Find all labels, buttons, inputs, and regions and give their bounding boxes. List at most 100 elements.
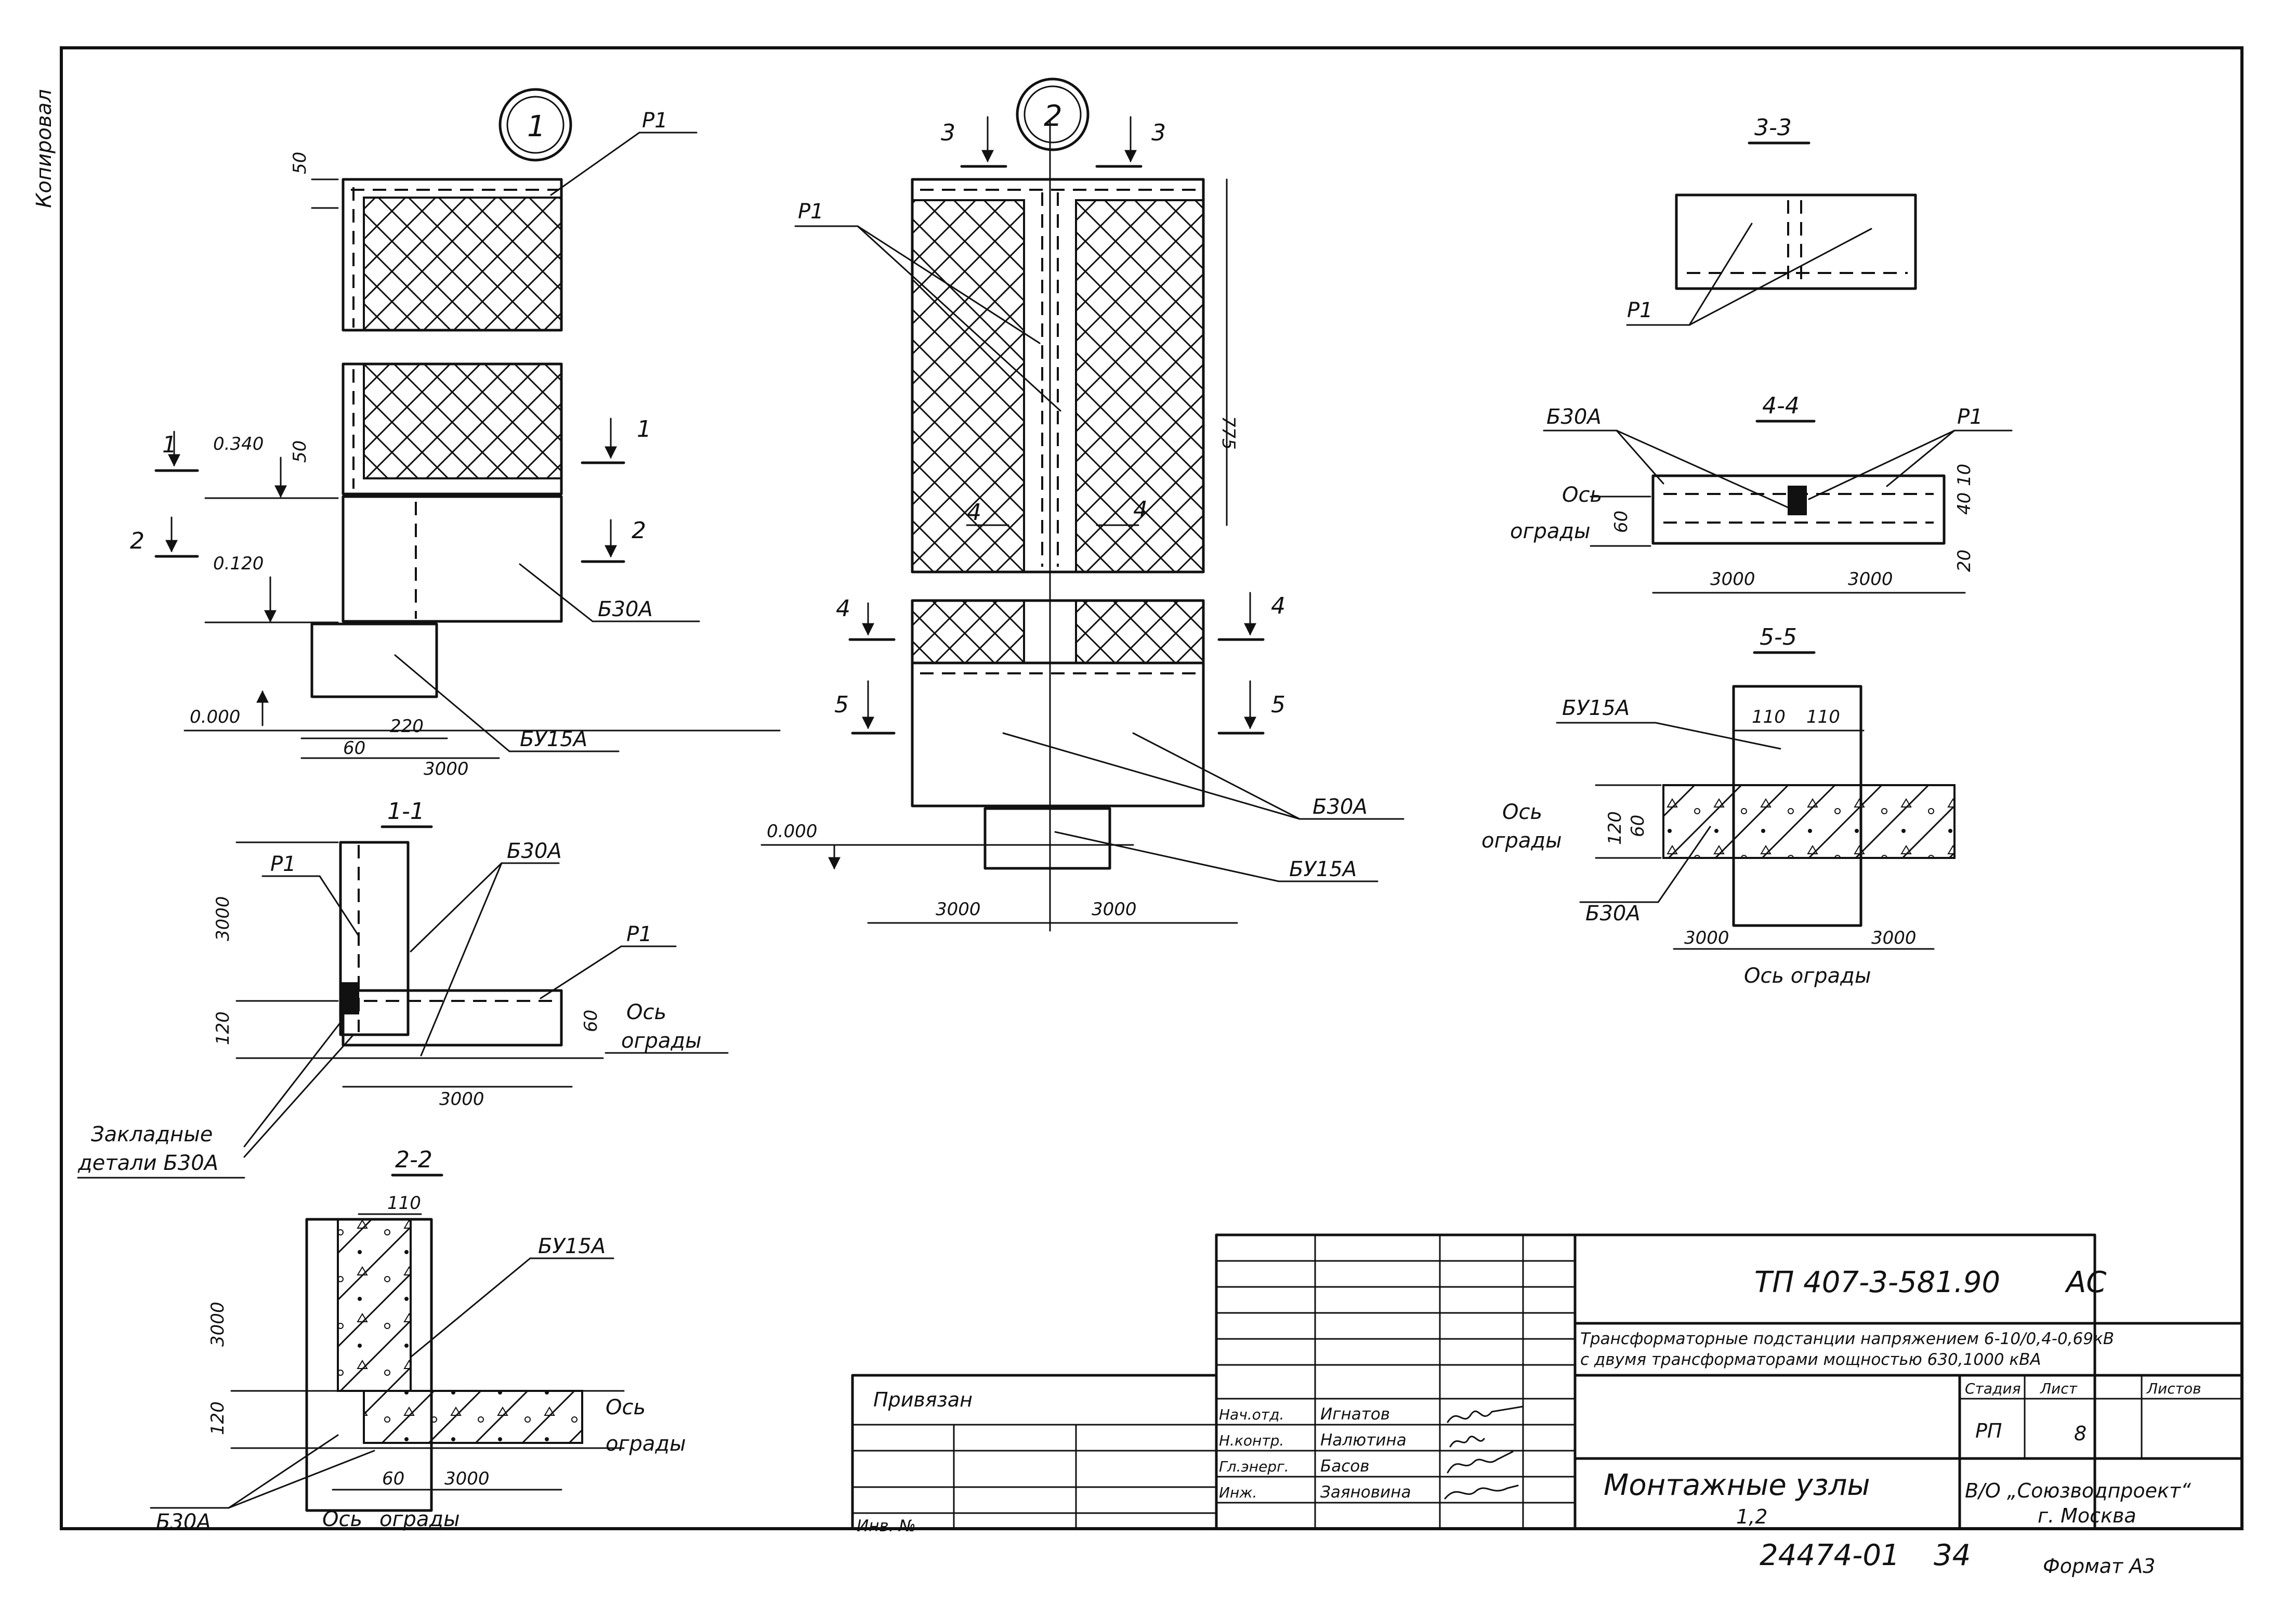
svg-text:50: 50 — [290, 152, 310, 174]
svg-text:3-3: 3-3 — [1754, 114, 1792, 141]
svg-text:3000: 3000 — [936, 899, 981, 920]
svg-text:ограды: ограды — [379, 1507, 460, 1531]
svg-text:4: 4 — [967, 499, 981, 526]
svg-text:Б30А: Б30А — [1313, 795, 1368, 819]
svg-text:Б30А: Б30А — [598, 597, 653, 621]
signature-2 — [1449, 1436, 1485, 1448]
svg-text:БУ15А: БУ15А — [1562, 696, 1630, 720]
archive-code: 24474-01 — [1760, 1539, 1900, 1572]
svg-text:3000: 3000 — [1684, 928, 1729, 948]
svg-text:3000: 3000 — [213, 896, 233, 941]
node-2-number: 2 — [1044, 99, 1062, 133]
side-stamp: Копировал — [32, 89, 56, 208]
svg-text:3000: 3000 — [207, 1301, 228, 1347]
svg-text:2: 2 — [632, 517, 646, 544]
title-block: Привязан Инв. № Нач.отд. Игнатов Н.контр… — [851, 1233, 2243, 1535]
svg-text:Ось ограды: Ось ограды — [1744, 964, 1871, 988]
svg-text:3000: 3000 — [1848, 569, 1893, 590]
svg-text:60: 60 — [382, 1468, 404, 1489]
svg-text:ограды: ограды — [1510, 519, 1591, 543]
svg-text:Ось: Ось — [1502, 800, 1542, 824]
svg-text:110: 110 — [1752, 707, 1786, 727]
svg-text:Р1: Р1 — [270, 852, 296, 876]
svg-text:2-2: 2-2 — [395, 1147, 432, 1173]
org-line-2: г. Москва — [2038, 1504, 2136, 1527]
svg-text:3000: 3000 — [439, 1089, 484, 1110]
name-4: Заяновина — [1320, 1483, 1411, 1502]
svg-text:120: 120 — [207, 1401, 228, 1435]
svg-text:220: 220 — [390, 716, 424, 737]
svg-text:4-4: 4-4 — [1762, 393, 1800, 419]
svg-text:120: 120 — [1605, 811, 1625, 845]
svg-text:Ось: Ось — [1562, 483, 1602, 507]
sheet-value: 8 — [2074, 1422, 2087, 1445]
svg-text:Ось: Ось — [626, 1000, 666, 1024]
section-2-2: 2-2 110 3000 120 60 3000 Ось ограды Ось … — [150, 1147, 686, 1534]
name-3: Басов — [1320, 1457, 1370, 1476]
node-1-number: 1 — [527, 110, 546, 144]
svg-text:60: 60 — [581, 1010, 601, 1032]
svg-text:40: 40 — [1954, 492, 1975, 515]
svg-text:60: 60 — [1611, 511, 1632, 533]
node-1-view: 1 50 50 0.340 0.120 0.000 220 60 3000 — [130, 88, 781, 779]
svg-text:3: 3 — [941, 120, 955, 146]
drawing-title-1: Монтажные узлы — [1604, 1468, 1870, 1502]
svg-text:4: 4 — [836, 595, 850, 622]
role-3: Гл.энерг. — [1219, 1458, 1289, 1475]
svg-text:ограды: ограды — [621, 1029, 702, 1053]
name-1: Игнатов — [1320, 1405, 1390, 1424]
doc-code: ТП 407-3-581.90 — [1754, 1266, 2000, 1299]
svg-text:120: 120 — [213, 1011, 233, 1045]
svg-text:3000: 3000 — [1871, 928, 1917, 948]
svg-text:110: 110 — [387, 1193, 421, 1214]
role-4: Инж. — [1219, 1484, 1257, 1501]
format-label: Формат А3 — [2043, 1555, 2155, 1578]
svg-text:3000: 3000 — [1710, 569, 1755, 590]
svg-text:0.120: 0.120 — [213, 553, 264, 574]
svg-text:1: 1 — [637, 416, 651, 442]
svg-text:Б30А: Б30А — [156, 1510, 211, 1534]
drawing-title-2: 1,2 — [1736, 1505, 1767, 1528]
archive-sheet: 34 — [1934, 1539, 1971, 1572]
svg-text:3000: 3000 — [424, 759, 469, 779]
signature-4 — [1444, 1484, 1519, 1500]
section-4-4: 4-4 60 10 40 20 3000 3000 Ось ограды Б30… — [1510, 393, 2013, 594]
svg-text:0.000: 0.000 — [767, 821, 817, 842]
stage-value: РП — [1975, 1419, 2002, 1442]
svg-text:3: 3 — [1151, 120, 1166, 146]
inv-label: Инв. № — [857, 1517, 916, 1535]
section-1-1: 1-1 3000 120 60 3000 Ось ограды Р1 Б30А … — [77, 798, 729, 1179]
bound-label: Привязан — [873, 1388, 973, 1411]
svg-text:Р1: Р1 — [1627, 298, 1653, 322]
svg-text:БУ15А: БУ15А — [1289, 857, 1357, 881]
svg-text:60: 60 — [343, 738, 365, 759]
svg-text:Б30А: Б30А — [1546, 405, 1602, 429]
svg-text:5: 5 — [1271, 692, 1285, 718]
svg-text:10: 10 — [1954, 464, 1975, 486]
svg-text:Р1: Р1 — [1957, 405, 1983, 429]
section-3-3: 3-3 Р1 — [1626, 114, 1917, 326]
svg-text:4: 4 — [1133, 497, 1148, 523]
svg-text:ограды: ограды — [1481, 829, 1562, 853]
svg-text:0.340: 0.340 — [213, 434, 264, 454]
role-1: Нач.отд. — [1219, 1406, 1284, 1423]
svg-text:Ось: Ось — [606, 1396, 646, 1419]
svg-text:детали Б30А: детали Б30А — [77, 1151, 218, 1175]
project-line-1: Трансформаторные подстанции напряжением … — [1580, 1330, 2114, 1348]
svg-text:Р1: Р1 — [798, 200, 824, 224]
svg-text:5-5: 5-5 — [1760, 624, 1797, 650]
doc-suffix: АС — [2065, 1266, 2106, 1299]
svg-text:Ось: Ось — [322, 1507, 362, 1531]
node-2-view: 2 3 3 775 4 4 4 4 5 5 — [760, 77, 1405, 932]
svg-text:1-1: 1-1 — [387, 798, 425, 825]
signature-1 — [1447, 1405, 1524, 1423]
signature-3 — [1447, 1451, 1514, 1474]
svg-text:20: 20 — [1954, 550, 1975, 572]
svg-text:БУ15А: БУ15А — [538, 1234, 606, 1258]
svg-text:775: 775 — [1218, 416, 1239, 450]
svg-text:4: 4 — [1271, 593, 1285, 619]
sheets-header: Листов — [2146, 1380, 2201, 1397]
role-2: Н.контр. — [1219, 1432, 1284, 1449]
org-line-1: В/О „Союзводпроект“ — [1965, 1479, 2191, 1502]
